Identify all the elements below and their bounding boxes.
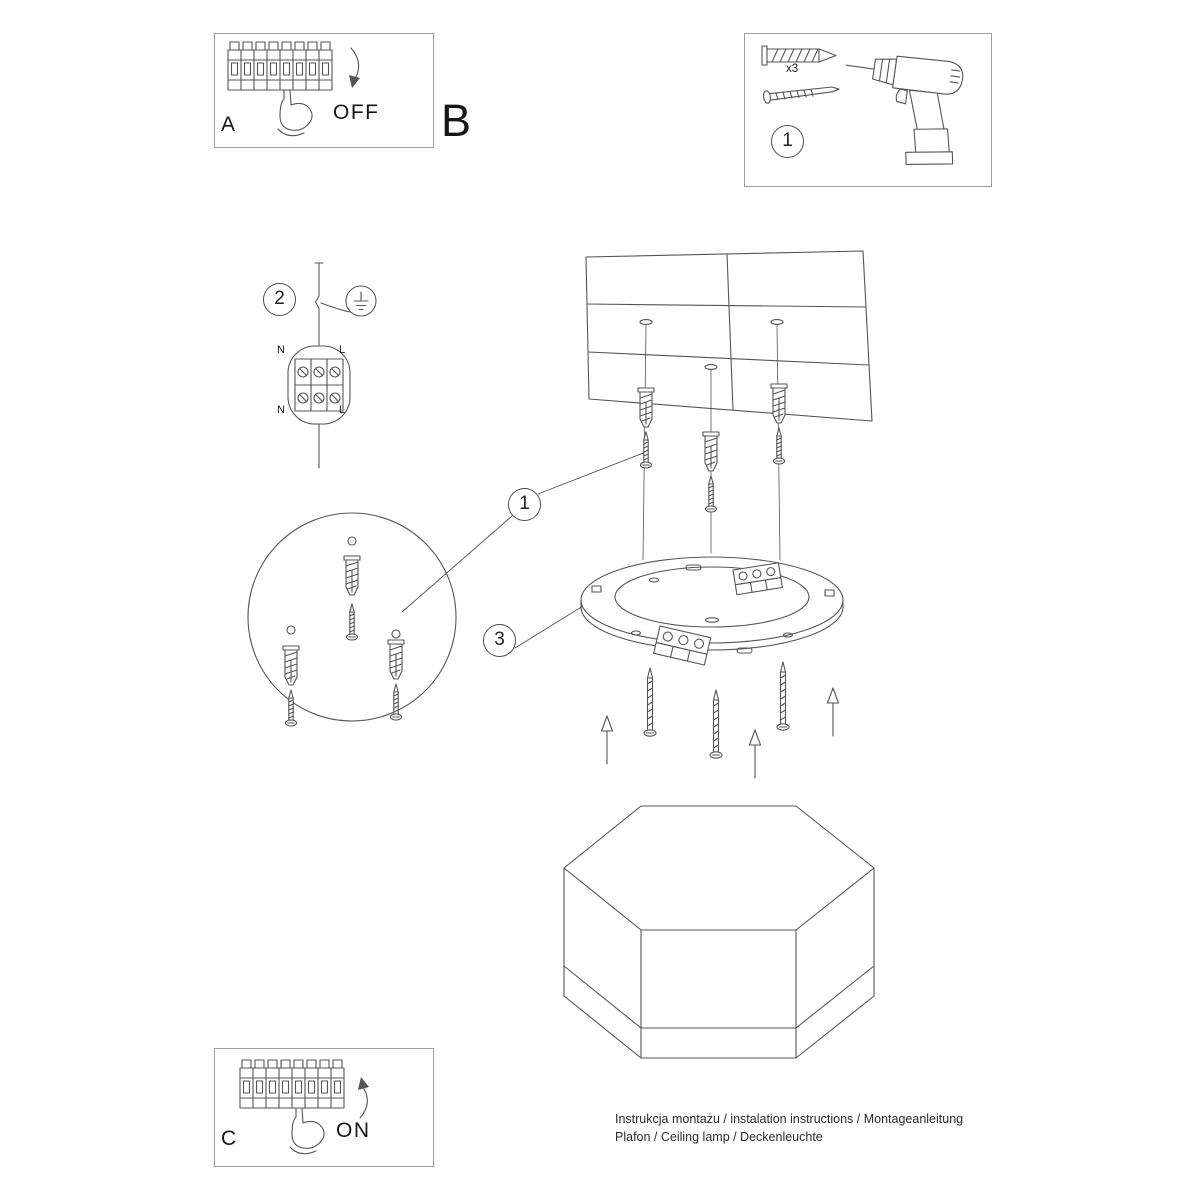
screw-icon [345,603,359,641]
screw-icon [709,689,723,759]
leader-step1-to-detail [401,515,513,613]
anchor-count-label: x3 [786,63,799,75]
terminal-block-on-plate-icon [653,625,712,666]
footer-line-1: Instrukcja montażu / instalation instruc… [615,1112,964,1126]
screw-icon [772,427,786,465]
wall-anchor-icon [387,639,405,680]
terminal-label-n-top: N [277,344,285,356]
wall-anchor-icon [770,383,788,424]
footer-line-2: Plafon / Ceiling lamp / Deckenleuchte [615,1130,823,1144]
ground-symbol-icon [345,285,377,317]
step-2-badge: 2 [263,283,296,316]
arrow-up-head-icon [358,1077,369,1090]
leader-step1-to-anchor [537,451,647,495]
panel-c-label: C [221,1127,237,1150]
terminal-label-n-bottom: N [277,404,285,416]
wall-anchor-icon [761,45,837,66]
leader-lines [401,451,647,649]
arrow-up-curve [359,1086,368,1119]
breaker-off-illustration [227,41,360,137]
wiring-illustration [287,262,377,469]
terminal-label-l-top: L [339,344,346,356]
drill-icon [845,55,964,166]
arrow-up-icon [600,715,614,765]
wall-anchor-icon [702,431,720,472]
direction-arrows [600,687,840,779]
wall-anchor-icon [282,645,300,686]
terminal-block-icon [287,345,351,425]
breaker-and-hand-icon [239,1059,345,1155]
step-1-badge: 1 [508,488,541,521]
supply-wire [314,262,324,346]
section-b-label: B [441,95,472,146]
screw-icon [639,431,653,469]
tools-illustration [761,45,964,166]
panel-a-label: A [221,113,236,136]
breaker-and-hand-icon [227,41,333,137]
screw-icon [776,661,790,731]
breaker-on-illustration [239,1059,369,1155]
tools-step-badge: 1 [771,125,804,158]
arrow-down-head-icon [349,75,360,88]
power-on-label: ON [336,1119,371,1142]
power-off-label: OFF [333,101,380,124]
step-3-badge: 3 [483,624,516,657]
wall-anchor-icon [343,555,361,596]
screw-icon [704,475,718,513]
screw-icon [762,86,840,104]
ground-wire [320,302,351,313]
screws-under-plate [643,661,790,759]
arrow-down-curve [350,47,360,80]
screw-icon [389,683,403,721]
drilling-detail-magnifier [247,512,457,727]
hexagonal-lamp-drawing [563,805,875,1059]
mounting-plate-drawing [580,556,844,666]
ceiling-panel-drawing [585,250,873,422]
arrow-up-icon [826,687,840,737]
screw-icon [643,667,657,737]
screw-icon [284,689,298,727]
terminal-block-on-plate-icon [732,562,783,596]
leader-step3-to-plate [514,605,584,649]
footer-caption: Instrukcja montażu / instalation instruc… [615,1110,963,1146]
terminal-label-l-bottom: L [339,404,346,416]
arrow-up-icon [748,729,762,779]
wall-anchor-icon [637,387,655,428]
